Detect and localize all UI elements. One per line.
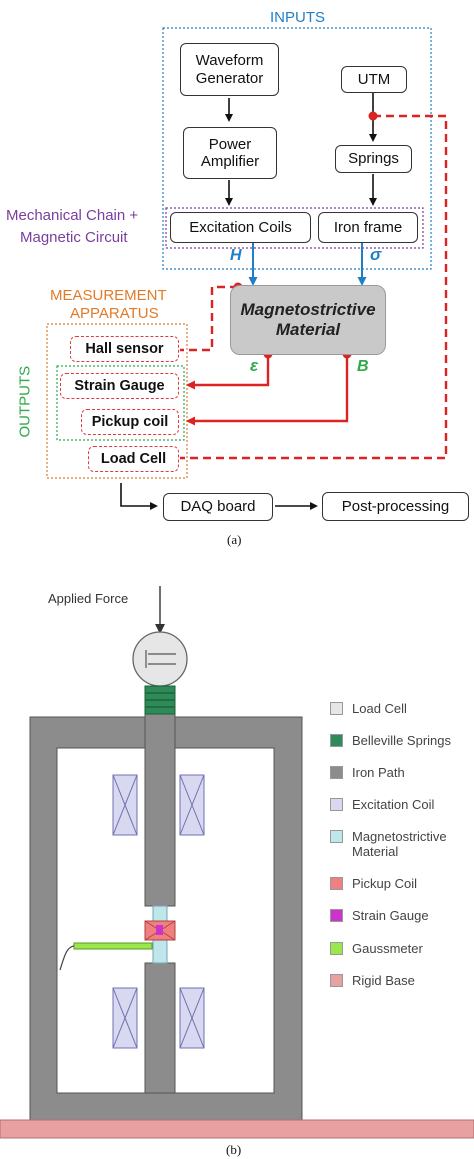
epsilon-symbol: ε <box>250 356 259 375</box>
power-amplifier-box: Power Amplifier <box>183 127 277 179</box>
iron-frame-box: Iron frame <box>318 212 418 243</box>
legend-label: Excitation Coil <box>352 797 435 812</box>
hall-sensor-box: Hall sensor <box>70 336 179 362</box>
iron-column-lower <box>144 962 176 1094</box>
inputs-label: INPUTS <box>270 9 326 26</box>
post-processing-label: Post-processing <box>341 497 450 515</box>
legend-item: Excitation Coil <box>330 797 434 812</box>
waveform-line2: Generator <box>195 69 264 87</box>
legend-swatch <box>330 909 343 922</box>
mechanical-frame <box>165 207 424 249</box>
waveform-generator-box: Waveform Generator <box>180 43 279 96</box>
excitation-coils <box>112 774 205 1049</box>
legend-item: Gaussmeter <box>330 941 423 956</box>
gaussmeter-cable <box>59 945 75 971</box>
legend-item: Pickup Coil <box>330 876 417 891</box>
strain-gauge-label: Strain Gauge <box>74 377 165 394</box>
outputs-frame <box>56 365 185 441</box>
legend-swatch <box>330 766 343 779</box>
legend-swatch <box>330 830 343 843</box>
rigid-base <box>0 1119 474 1139</box>
legend-swatch <box>330 942 343 955</box>
material-line1: Magnetostrictive <box>240 300 376 320</box>
legend-label: Load Cell <box>352 701 407 716</box>
legend-item: Magnetostrictive Material <box>330 829 474 859</box>
legend-label: Gaussmeter <box>352 941 423 956</box>
load-daq-wire <box>120 483 158 510</box>
power-line2: Amplifier <box>200 153 260 170</box>
legend-swatch <box>330 798 343 811</box>
legend-swatch <box>330 734 343 747</box>
utm-tap-dot <box>368 111 378 121</box>
caption-b: (b) <box>226 1142 242 1157</box>
material-line2: Material <box>275 320 341 339</box>
gaussmeter-probe <box>73 942 153 950</box>
iron-frame-label: Iron frame <box>333 218 403 236</box>
load-cell-box: Load Cell <box>88 446 179 472</box>
legend-swatch <box>330 702 343 715</box>
strain-gauge-drawing <box>156 925 163 935</box>
strain-gauge-box: Strain Gauge <box>60 373 179 399</box>
legend-item: Belleville Springs <box>330 733 451 748</box>
epsilon-wire <box>186 354 270 390</box>
hall-sensor-label: Hall sensor <box>85 340 164 357</box>
legend-label: Magnetostrictive Material <box>352 829 447 859</box>
legend-label: Belleville Springs <box>352 733 451 748</box>
sigma-symbol: σ <box>370 245 382 264</box>
caption-a: (a) <box>227 532 242 547</box>
measurement-label: MEASUREMENT <box>50 287 167 304</box>
springs-label: Springs <box>348 150 399 168</box>
apparatus-label: APPARATUS <box>70 305 159 322</box>
measurement-frame <box>46 323 188 479</box>
utm-box: UTM <box>341 66 407 93</box>
hall-wire <box>180 285 238 352</box>
excitation-label: Excitation Coils <box>189 218 292 236</box>
b-wire <box>186 354 349 426</box>
magnetic-label: Magnetic Circuit <box>20 229 128 246</box>
utm-label: UTM <box>357 70 391 88</box>
magnetostrictive-material-box: Magnetostrictive Material <box>230 285 386 355</box>
legend-item: Load Cell <box>330 701 407 716</box>
legend-label: Strain Gauge <box>352 908 429 923</box>
post-processing-box: Post-processing <box>322 492 469 521</box>
b-symbol: B <box>357 358 369 375</box>
legend-label: Rigid Base <box>352 973 415 988</box>
h-symbol: H <box>230 247 242 264</box>
waveform-line1: Waveform <box>195 52 264 70</box>
legend-label: Iron Path <box>352 765 405 780</box>
iron-column-upper <box>144 687 176 907</box>
load-cell-label: Load Cell <box>100 450 167 467</box>
legend-swatch <box>330 974 343 987</box>
power-line1: Power <box>208 135 252 153</box>
excitation-coils-box: Excitation Coils <box>170 212 311 243</box>
legend-label: Pickup Coil <box>352 876 418 891</box>
applied-force-label: Applied Force <box>48 591 129 606</box>
utm-loadcell-wire <box>180 114 448 460</box>
daq-board-box: DAQ board <box>163 493 273 521</box>
inputs-frame <box>162 27 432 270</box>
mechanical-label: Mechanical Chain + <box>6 207 139 224</box>
legend-item: Strain Gauge <box>330 908 429 923</box>
pickup-coil-box: Pickup coil <box>81 409 179 435</box>
springs-box: Springs <box>335 145 412 173</box>
legend-item: Iron Path <box>330 765 405 780</box>
pickup-coil-label: Pickup coil <box>91 413 169 430</box>
legend-swatch <box>330 877 343 890</box>
legend-item: Rigid Base <box>330 973 415 988</box>
load-cell-disc <box>132 631 188 687</box>
daq-board-label: DAQ board <box>180 498 256 516</box>
